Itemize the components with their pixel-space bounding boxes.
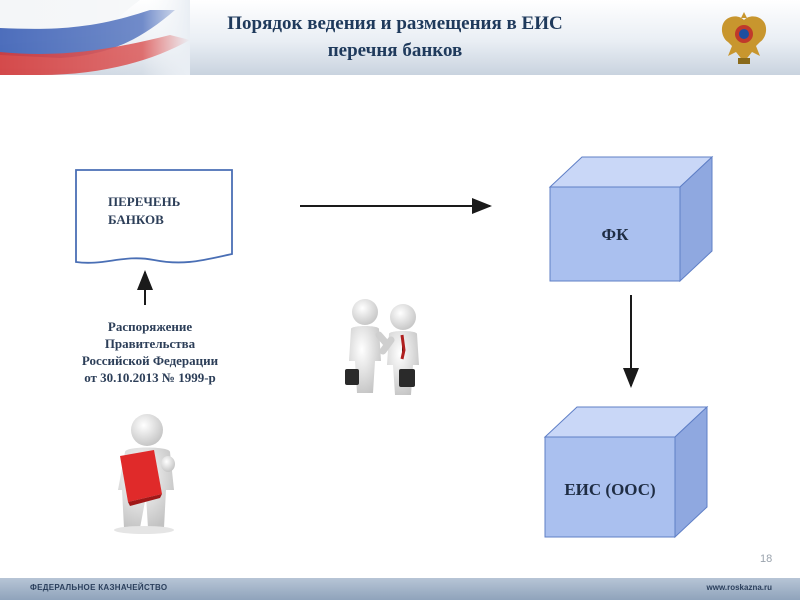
decree-line-4: от 30.10.2013 № 1999-р: [60, 369, 240, 386]
slide-number: 18: [760, 553, 772, 565]
decree-line-1: Распоряжение: [60, 318, 240, 335]
figure-with-folder-icon: [100, 410, 190, 535]
fk-box: [548, 155, 714, 283]
handshake-figures-icon: [335, 295, 435, 400]
eis-box-label: ЕИС (ООС): [545, 480, 675, 500]
fk-box-label: ФК: [550, 225, 680, 245]
footer-organization: ФЕДЕРАЛЬНОЕ КАЗНАЧЕЙСТВО: [30, 583, 167, 592]
eis-box: [543, 405, 709, 539]
decree-text: Распоряжение Правительства Российской Фе…: [60, 318, 240, 386]
footer-website-link[interactable]: www.roskazna.ru: [707, 583, 773, 592]
decree-line-2: Правительства: [60, 335, 240, 352]
decree-line-3: Российской Федерации: [60, 352, 240, 369]
footer-bar: ФЕДЕРАЛЬНОЕ КАЗНАЧЕЙСТВО www.roskazna.ru: [0, 578, 800, 600]
